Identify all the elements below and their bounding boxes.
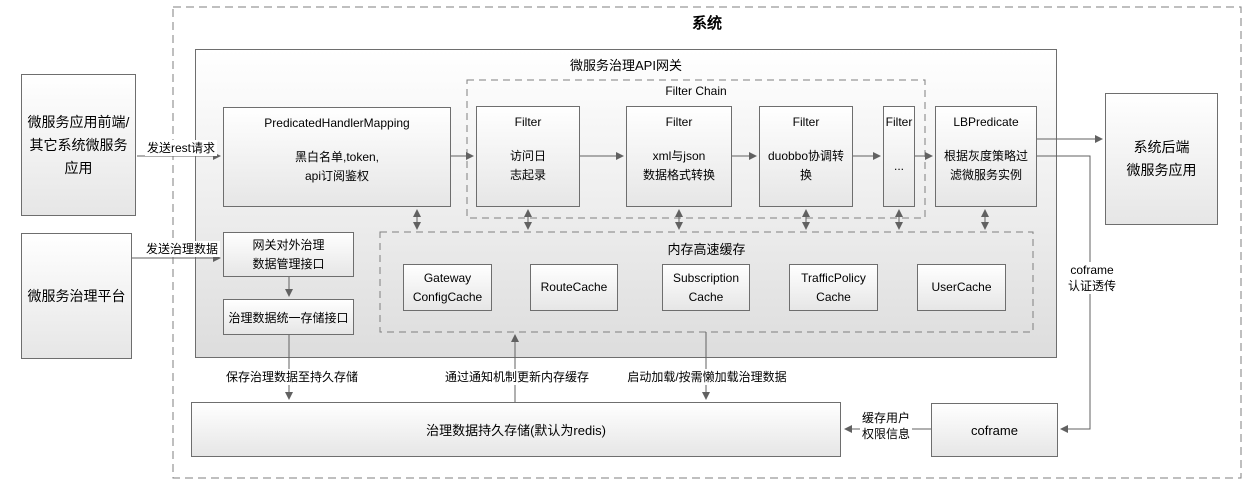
memory-cache-title: 内存高速缓存 (667, 242, 746, 257)
node-filter-xml-json: Filter xml与json 数据格式转换 (626, 106, 732, 207)
node-gov-storage-api: 治理数据统一存储接口 (223, 299, 354, 335)
node-cache-gateway-config: Gateway ConfigCache (403, 264, 492, 311)
node-title: Filter (665, 115, 693, 129)
node-body: xml与json 数据格式转换 (642, 149, 715, 182)
edge-label-notify-update-cache: 通过通知机制更新内存缓存 (442, 369, 592, 385)
node-governance-platform: 微服务治理平台 (21, 233, 132, 359)
node-filter-dubbo: Filter duobbo协调转 换 (759, 106, 853, 207)
node-frontend-apps: 微服务应用前端/ 其它系统微服务 应用 (21, 74, 136, 216)
filter-chain-title: Filter Chain (665, 84, 727, 98)
node-coframe: coframe (931, 403, 1058, 457)
node-filter-access-log: Filter 访问日 志起录 (476, 106, 580, 207)
edge-label-save-to-persist: 保存治理数据至持久存储 (223, 369, 361, 385)
edge-label-lazy-load: 启动加载/按需懒加载治理数据 (625, 369, 789, 385)
edge-label-coframe-auth: coframe 认证透传 (1065, 262, 1119, 294)
node-title: PredicatedHandlerMapping (264, 116, 410, 130)
node-filter-more: Filter ... (883, 106, 915, 207)
node-body: 根据灰度策略过 滤微服务实例 (943, 149, 1028, 182)
node-cache-traffic-policy: TrafficPolicy Cache (789, 264, 878, 311)
edge-label-cache-user-perm: 缓存用户 权限信息 (859, 410, 913, 442)
node-title: Filter (514, 115, 542, 129)
node-persistent-store: 治理数据持久存储(默认为redis) (191, 402, 841, 457)
node-title: Filter (885, 115, 913, 129)
node-title: Filter (792, 115, 820, 129)
node-cache-route: RouteCache (530, 264, 618, 311)
node-title: LBPredicate (953, 115, 1019, 129)
node-body: ... (893, 158, 904, 173)
edge-label-send-rest: 发送rest请求 (144, 140, 218, 156)
node-backend-microservices: 系统后端 微服务应用 (1105, 93, 1218, 225)
node-body: 黑白名单,token, api订阅鉴权 (294, 149, 380, 183)
node-body: 访问日 志起录 (509, 149, 546, 182)
node-gov-admin-api: 网关对外治理 数据管理接口 (223, 232, 354, 277)
node-predicated-handler-mapping: PredicatedHandlerMapping 黑白名单,token, api… (223, 107, 451, 207)
node-cache-subscription: Subscription Cache (662, 264, 750, 311)
gateway-container-title: 微服务治理API网关 (570, 58, 682, 73)
node-body: duobbo协调转 换 (767, 149, 845, 182)
edge-label-send-gov-data: 发送治理数据 (143, 241, 221, 257)
system-container-title: 系统 (691, 15, 722, 32)
node-cache-user: UserCache (917, 264, 1006, 311)
node-lb-predicate: LBPredicate 根据灰度策略过 滤微服务实例 (935, 106, 1037, 207)
